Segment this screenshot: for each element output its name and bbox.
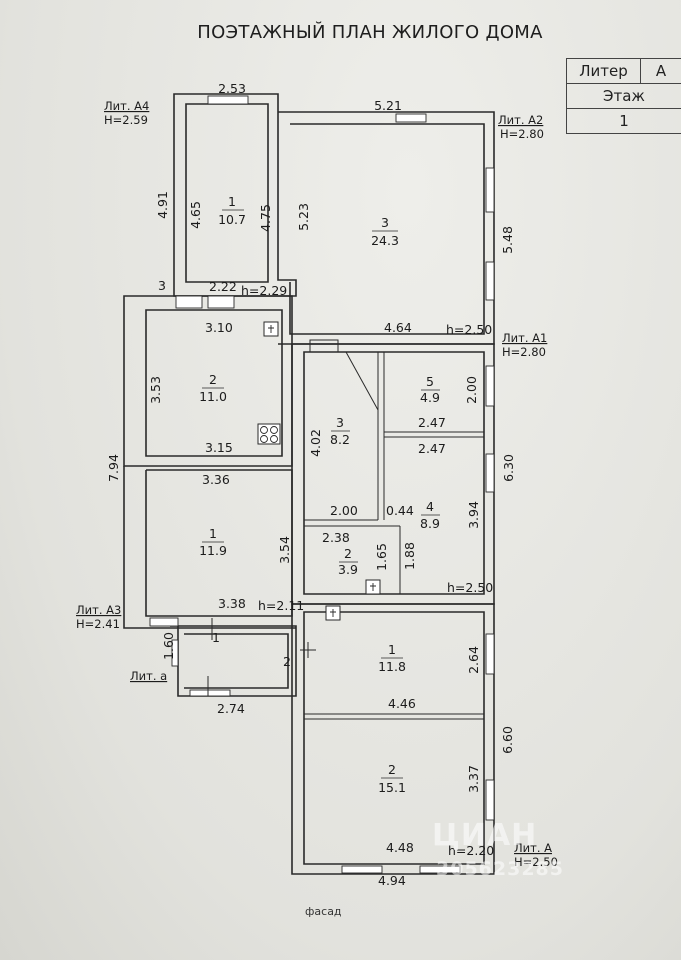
watermark-id: 305623285 [436,858,564,880]
lit-a4-name: Лит. А4 [104,99,149,113]
room-a-1-area: 11.8 [378,659,406,674]
room-a1-5-num: 5 [426,374,434,389]
room-a1-3-num: 3 [336,415,344,430]
room-a-2-area: 15.1 [378,780,406,795]
height-2-11: h=2.11 [258,598,304,613]
height-2-50-a1-b: h=2.50 [447,580,493,595]
partition-a [304,713,484,720]
dim-3-15: 3.15 [205,440,233,455]
facade-label: фасад [305,905,342,918]
lit-a2-name: Лит. А2 [498,113,543,127]
watermark-logo: ЦИАН [432,818,538,853]
dim-3: 3 [158,278,166,293]
partition-a1 [304,339,484,594]
dim-2-53: 2.53 [218,81,246,96]
dim-2-64: 2.64 [466,646,481,674]
room-a1-2-area: 3.9 [338,562,358,577]
lit-a-h: Н=2.50 [514,855,558,869]
dim-3-10: 3.10 [205,320,233,335]
room-a4-2-num: 2 [209,372,217,387]
dim-5-23: 5.23 [296,203,311,231]
room-a4-1-num: 1 [228,194,236,209]
dim-4-65: 4.65 [188,201,203,229]
room-a1-2-num: 2 [344,546,352,561]
dimensions: 2.53 5.21 4.91 4.65 4.75 5.23 5.48 3 2.2… [106,81,516,888]
dim-2-38: 2.38 [322,530,350,545]
lit-a3-h: Н=2.41 [76,617,120,631]
dim-2-74: 2.74 [217,701,245,716]
plan-title: ПОЭТАЖНЫЙ ПЛАН ЖИЛОГО ДОМА [197,22,543,43]
dim-3-38: 3.38 [218,596,246,611]
lit-a-small-name: Лит. а [130,669,167,683]
dim-2-00-b: 2.00 [330,503,358,518]
wall-porch [170,625,297,697]
dim-5-48: 5.48 [500,226,515,254]
lit-a1-h: Н=2.80 [502,345,546,359]
dim-2-22: 2.22 [209,279,237,294]
stove-icon [257,423,281,445]
lit-a1-name: Лит. А1 [502,331,547,345]
dim-4-91: 4.91 [155,191,170,219]
room-a3-1-area: 11.9 [199,543,227,558]
windows [149,95,495,874]
dim-3-53: 3.53 [148,376,163,404]
dim-4-64: 4.64 [384,320,412,335]
room-a2-3-area: 24.3 [371,233,399,248]
dim-1-65: 1.65 [374,543,389,571]
dim-2-00-a: 2.00 [464,376,479,404]
lit-a3-name: Лит. А3 [76,603,121,617]
wall-a [291,603,495,875]
height-2-29: h=2.29 [241,283,287,298]
title-block: Литер А Этаж 1 [566,58,681,134]
dim-4-02: 4.02 [308,429,323,457]
room-porch-2-num: 2 [283,654,291,669]
dim-3-36: 3.36 [202,472,230,487]
porch-step-mark [300,642,316,658]
room-a1-4-area: 8.9 [420,516,440,531]
room-a4-2-area: 11.0 [199,389,227,404]
room-a-2-num: 2 [388,762,396,777]
dim-4-48: 4.48 [386,840,414,855]
room-porch-1-num: 1 [212,630,220,645]
dim-4-94: 4.94 [378,873,406,888]
dim-5-21: 5.21 [374,98,402,113]
room-a-1-num: 1 [388,642,396,657]
room-a1-3-area: 8.2 [330,432,350,447]
dim-1-60: 1.60 [161,632,176,660]
dim-3-94: 3.94 [466,501,481,529]
dim-0-44: 0.44 [386,503,414,518]
room-labels: 1 10.7 3 24.3 2 11.0 3 8.2 5 4.9 4 8.9 1… [199,194,440,795]
height-2-50-a1: h=2.50 [446,322,492,337]
height-2-20: h=2.20 [448,843,494,858]
dim-6-30: 6.30 [501,454,516,482]
lit-a4-h: Н=2.59 [104,113,148,127]
dim-3-54: 3.54 [277,536,292,564]
dim-4-46: 4.46 [388,696,416,711]
lit-a2-h: Н=2.80 [500,127,544,141]
lit-labels: Лит. А4 Н=2.59 Лит. А2 Н=2.80 Лит. А1 Н=… [76,99,558,869]
dim-2-47-a: 2.47 [418,415,446,430]
room-a1-5-area: 4.9 [420,390,440,405]
floor-value: 1 [566,108,681,134]
dim-4-75: 4.75 [258,204,273,232]
dim-6-60: 6.60 [500,726,515,754]
room-a4-1-area: 10.7 [218,212,246,227]
room-a1-4-num: 4 [426,499,434,514]
lit-a-name: Лит. А [514,841,552,855]
dim-1-88: 1.88 [402,542,417,570]
dim-3-37: 3.37 [466,765,481,793]
dim-2-47-b: 2.47 [418,441,446,456]
room-a2-3-num: 3 [381,215,389,230]
vent-icon [263,321,381,621]
room-a3-1-num: 1 [209,526,217,541]
dim-7-94: 7.94 [106,454,121,482]
